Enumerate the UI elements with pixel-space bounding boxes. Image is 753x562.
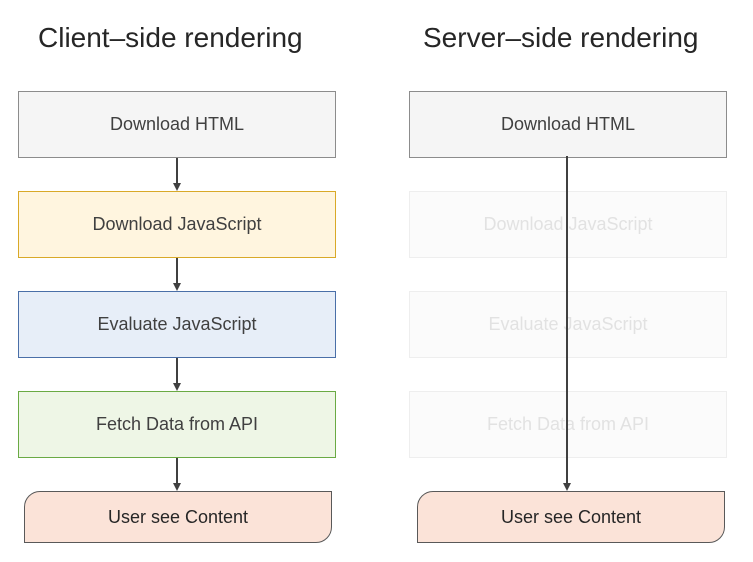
ssr-evaluate-js-label: Evaluate JavaScript [488, 314, 648, 334]
csr-evaluate-js-label: Evaluate JavaScript [97, 314, 257, 334]
ssr-download-html-step: Download HTML [409, 91, 727, 158]
csr-fetch-data-label: Fetch Data from API [95, 414, 259, 434]
ssr-user-sees-content-label: User see Content [500, 506, 642, 527]
ssr-download-js-step-faded: Download JavaScript [409, 191, 727, 258]
ssr-user-sees-content-step: User see Content [417, 491, 725, 543]
csr-download-html-step: Download HTML [18, 91, 336, 158]
csr-download-js-label: Download JavaScript [92, 214, 262, 234]
client-side-title: Client–side rendering [38, 22, 303, 53]
ssr-download-js-label: Download JavaScript [483, 214, 653, 234]
csr-user-sees-content-label: User see Content [107, 506, 249, 527]
ssr-evaluate-js-step-faded: Evaluate JavaScript [409, 291, 727, 358]
csr-evaluate-js-step: Evaluate JavaScript [18, 291, 336, 358]
ssr-fetch-data-label: Fetch Data from API [486, 414, 650, 434]
ssr-download-html-label: Download HTML [500, 114, 636, 134]
csr-download-html-label: Download HTML [109, 114, 245, 134]
csr-fetch-data-step: Fetch Data from API [18, 391, 336, 458]
server-side-title: Server–side rendering [423, 22, 699, 53]
ssr-fetch-data-step-faded: Fetch Data from API [409, 391, 727, 458]
csr-download-js-step: Download JavaScript [18, 191, 336, 258]
csr-user-sees-content-step: User see Content [24, 491, 332, 543]
